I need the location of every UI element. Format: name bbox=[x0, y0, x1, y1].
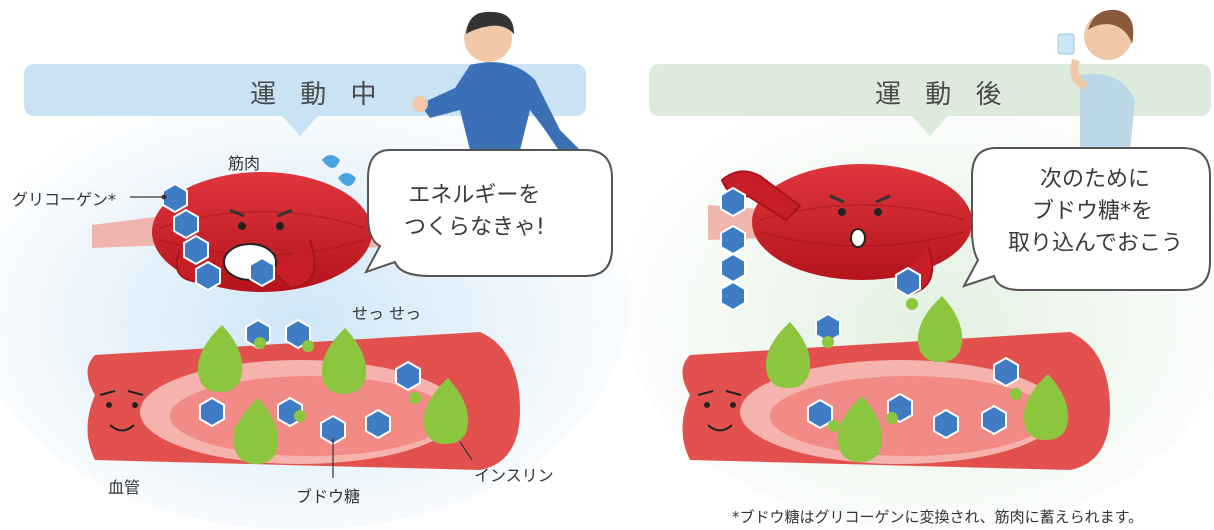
after-speech-bubble bbox=[961, 147, 1211, 291]
sweat-drops bbox=[322, 155, 356, 186]
stored-glycogen-chain bbox=[720, 186, 921, 312]
insulin-drops-after bbox=[765, 296, 1069, 462]
vessel-label: 血管 bbox=[108, 478, 141, 497]
sfx-label: せっ せっ bbox=[352, 304, 422, 323]
drinking-woman-figure bbox=[1057, 9, 1135, 150]
insulin-label: インスリン bbox=[474, 466, 554, 485]
after-bubble-line3: 取り込んでおこう bbox=[1008, 231, 1183, 256]
after-title: 運 動 後 bbox=[875, 80, 1010, 110]
glucose-label: ブドウ糖 bbox=[296, 487, 361, 506]
glycogen-label: グリコーゲン* bbox=[12, 190, 117, 209]
during-title: 運 動 中 bbox=[250, 80, 385, 110]
during-speech-bubble bbox=[363, 149, 613, 277]
glycogen-chain bbox=[162, 182, 275, 292]
insulin-drops-during bbox=[197, 325, 469, 464]
after-bubble-line1: 次のために bbox=[1040, 167, 1151, 192]
after-panel bbox=[620, 9, 1214, 530]
during-bubble-text: エネルギーを つくらなきゃ! bbox=[404, 183, 545, 240]
muscle-label: 筋肉 bbox=[228, 154, 261, 173]
runner-figure bbox=[412, 11, 580, 153]
footnote: *ブドウ糖はグリコーゲンに変換され、筋肉に蓄えられます。 bbox=[732, 508, 1144, 526]
during-panel bbox=[0, 11, 630, 530]
after-bubble-line2: ブドウ糖*を bbox=[1032, 199, 1154, 224]
after-banner bbox=[649, 64, 1211, 136]
